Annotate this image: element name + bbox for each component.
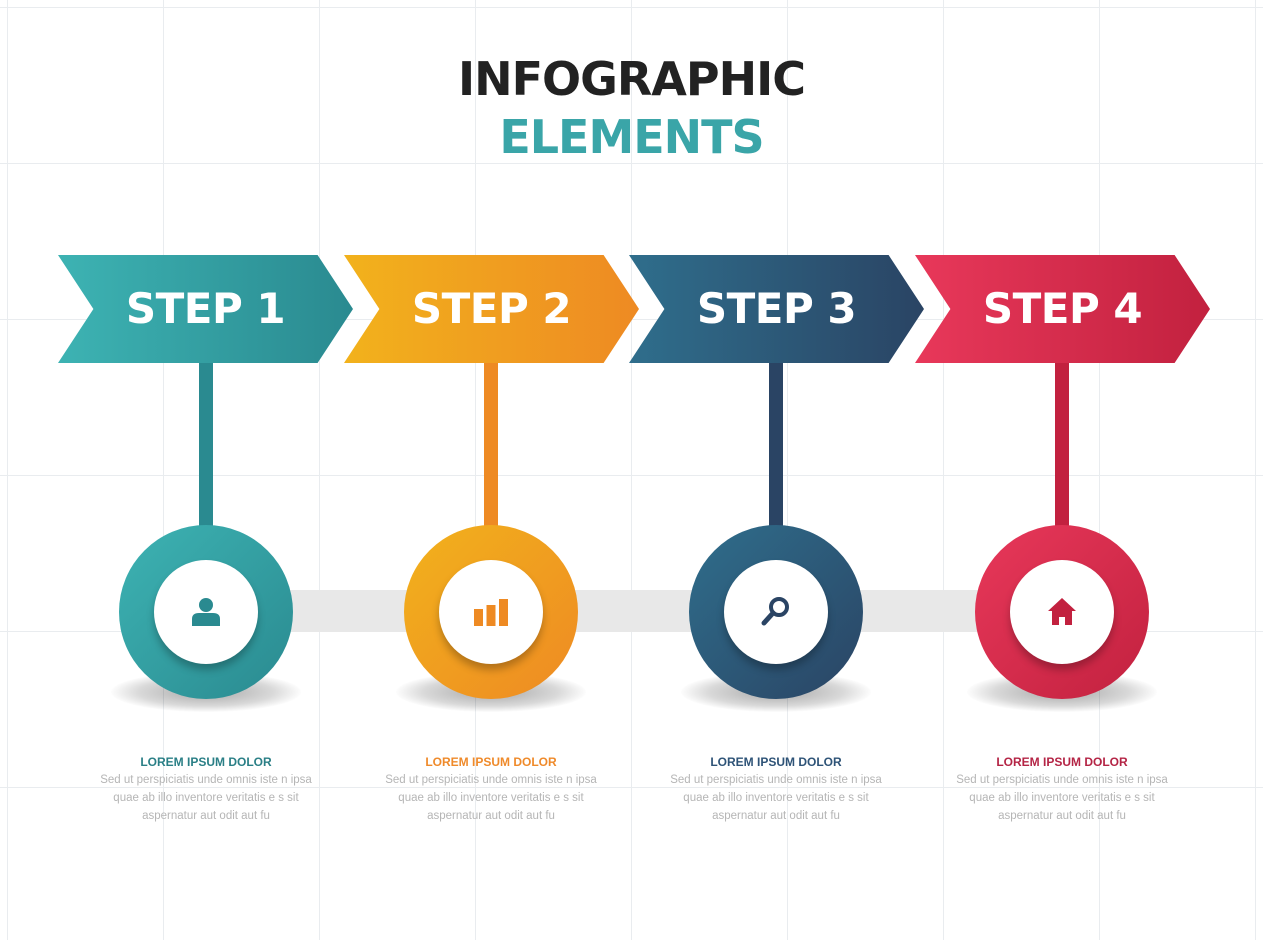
step-1-shadow: [111, 672, 301, 712]
step-4-stem: [1055, 360, 1069, 535]
home-icon: [1042, 592, 1082, 632]
step-2-shadow: [396, 672, 586, 712]
user-icon: [186, 592, 226, 632]
step-1-banner[interactable]: [58, 255, 353, 363]
step-4-shadow: [967, 672, 1157, 712]
step-4-banner[interactable]: [915, 255, 1210, 363]
title-line-1: INFOGRAPHIC: [457, 52, 806, 106]
step-1-inner-circle: [154, 560, 258, 664]
step-2-heading: LOREM IPSUM DOLOR: [425, 755, 557, 769]
step-3-stem: [769, 360, 783, 535]
step-3-heading: LOREM IPSUM DOLOR: [710, 755, 842, 769]
step-1-heading: LOREM IPSUM DOLOR: [140, 755, 272, 769]
step-1-circle[interactable]: [119, 525, 293, 699]
step-4-circle[interactable]: [975, 525, 1149, 699]
step-2-banner[interactable]: [344, 255, 639, 363]
step-4-inner-circle: [1010, 560, 1114, 664]
step-4-description: Sed ut perspiciatis unde omnis iste n ip…: [956, 774, 1168, 822]
step-4-heading: LOREM IPSUM DOLOR: [996, 755, 1128, 769]
step-3-description: Sed ut perspiciatis unde omnis iste n ip…: [670, 774, 882, 822]
step-2-description: Sed ut perspiciatis unde omnis iste n ip…: [385, 774, 597, 822]
step-connector-bar: [290, 590, 990, 632]
title-line-2: ELEMENTS: [499, 110, 764, 164]
step-3-banner[interactable]: [629, 255, 924, 363]
step-1-description: Sed ut perspiciatis unde omnis iste n ip…: [100, 774, 312, 822]
step-2-stem: [484, 360, 498, 535]
step-1-stem: [199, 360, 213, 535]
step-3-shadow: [681, 672, 871, 712]
